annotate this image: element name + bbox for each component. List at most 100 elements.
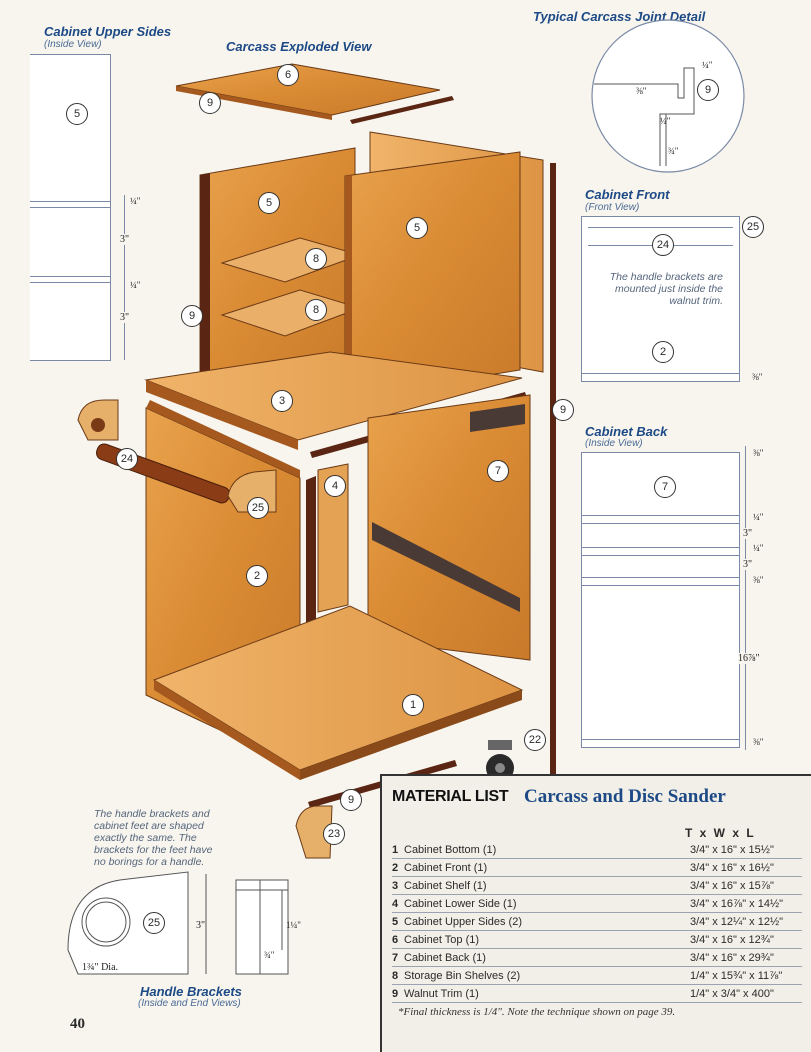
table-row: 6 Cabinet Top (1) 3/4" x 16" x 12¾" xyxy=(392,931,802,949)
table-row: 9 Walnut Trim (1) 1/4" x 3/4" x 400" xyxy=(392,985,802,1003)
item-part: Walnut Trim (1) xyxy=(404,987,479,1000)
joint-dim-three-quarter: ¾" xyxy=(668,146,679,156)
table-row: 4 Cabinet Lower Side (1) 3/4" x 16⅞" x 14½… xyxy=(392,895,802,913)
dim-quarter-1: ¼" xyxy=(130,196,141,206)
back-dim-quarter-1: ¼" xyxy=(753,512,764,522)
item-number: 1 xyxy=(392,843,399,856)
material-list-subtitle: Carcass and Disc Sander xyxy=(524,786,726,807)
back-dim-quarter-2: ¼" xyxy=(753,543,764,553)
callout-9-left: 9 xyxy=(181,305,203,327)
back-dim-three-1: 3" xyxy=(743,528,753,539)
callout-9-bottom: 9 xyxy=(340,789,362,811)
back-dim-three-eighths-bottom: ⅜" xyxy=(753,737,764,747)
item-part: Cabinet Lower Side (1) xyxy=(404,897,517,910)
bracket-dim-dia: 1¾" Dia. xyxy=(82,962,119,973)
brackets-heading: Handle Brackets xyxy=(140,984,242,999)
front-view-label: (Front View) xyxy=(585,202,640,213)
back-panel xyxy=(581,452,740,748)
upper-sides-heading: Cabinet Upper Sides xyxy=(44,24,172,39)
item-number: 6 xyxy=(392,933,399,946)
callout-8-lower: 8 xyxy=(305,299,327,321)
item-size: 3/4" x 12¼" x 12½" xyxy=(690,915,784,928)
dim-three-2: 3" xyxy=(120,312,130,323)
item-part: Cabinet Top (1) xyxy=(404,933,480,946)
item-size: 3/4" x 16" x 29¾" xyxy=(690,951,774,964)
callout-6: 6 xyxy=(277,64,299,86)
callout-4: 4 xyxy=(324,475,346,497)
handle-bracket-drawing xyxy=(67,871,289,975)
table-row: 7 Cabinet Back (1) 3/4" x 16" x 29¾" xyxy=(392,949,802,967)
item-number: 3 xyxy=(392,879,399,892)
callout-5-left: 5 xyxy=(258,192,280,214)
item-number: 8 xyxy=(392,969,399,982)
joint-dim-quarter: ¼" xyxy=(702,60,713,70)
brackets-view-label: (Inside and End Views) xyxy=(138,998,241,1009)
callout-23: 23 xyxy=(323,823,345,845)
dim-three-1: 3" xyxy=(120,234,130,245)
item-size: 3/4" x 16" x 15½" xyxy=(690,843,774,856)
material-list-header: T x W x L xyxy=(685,826,756,840)
callout-22: 22 xyxy=(524,729,546,751)
dim-quarter-2: ¼" xyxy=(130,280,141,290)
cabinet-back xyxy=(367,394,531,661)
item-part: Storage Bin Shelves (2) xyxy=(404,969,521,982)
item-part: Cabinet Back (1) xyxy=(404,951,486,964)
table-row: 5 Cabinet Upper Sides (2) 3/4" x 12¼" x 12… xyxy=(392,913,802,931)
callout-9-top: 9 xyxy=(199,92,221,114)
item-part: Cabinet Upper Sides (2) xyxy=(404,915,523,928)
front-note: The handle brackets are mounted just ins… xyxy=(609,271,723,307)
back-heading: Cabinet Back xyxy=(585,424,668,439)
callout-1: 1 xyxy=(402,694,424,716)
item-size: 3/4" x 16" x 15⅞" xyxy=(690,879,774,892)
callout-7-back: 7 xyxy=(654,476,676,498)
front-heading: Cabinet Front xyxy=(585,187,670,202)
table-row: 8 Storage Bin Shelves (2) 1/4" x 15¾" x 11… xyxy=(392,967,802,985)
callout-25-front: 25 xyxy=(742,216,764,238)
callout-7: 7 xyxy=(487,460,509,482)
bracket-dim-three: 3" xyxy=(196,920,206,931)
bracket-note: The handle brackets and cabinet feet are… xyxy=(94,808,213,868)
table-row: 3 Cabinet Shelf (1) 3/4" x 16" x 15⅞" xyxy=(392,877,802,895)
item-size: 1/4" x 3/4" x 400" xyxy=(690,987,774,1000)
item-size: 3/4" x 16" x 12¾" xyxy=(690,933,774,946)
callout-2-front: 2 xyxy=(652,341,674,363)
joint-dim-quarter-2: ¼" xyxy=(660,116,671,126)
callout-24-front: 24 xyxy=(652,234,674,256)
callout-5-upper-sides: 5 xyxy=(66,103,88,125)
material-list-footnote: *Final thickness is 1/4". Note the techn… xyxy=(398,1006,676,1018)
callout-24-handle: 24 xyxy=(116,448,138,470)
material-list: MATERIAL LIST Carcass and Disc Sander T … xyxy=(380,774,811,1052)
back-dim-three-eighths-mid: ⅜" xyxy=(753,575,764,585)
item-size: 3/4" x 16" x 16½" xyxy=(690,861,774,874)
item-size: 1/4" x 15¾" x 11⅞" xyxy=(690,969,783,982)
joint-detail-drawing xyxy=(591,19,745,173)
callout-25-bracket-detail: 25 xyxy=(143,912,165,934)
joint-dim-three-eighths: ⅜" xyxy=(636,86,647,96)
page-number: 40 xyxy=(70,1016,85,1032)
front-dim-three-eighths: ⅜" xyxy=(752,372,763,382)
callout-3: 3 xyxy=(271,390,293,412)
back-dim-sixteen: 16⅞" xyxy=(738,653,760,664)
callout-25-bracket: 25 xyxy=(247,497,269,519)
item-number: 7 xyxy=(392,951,399,964)
exploded-view-heading: Carcass Exploded View xyxy=(226,39,372,54)
item-number: 4 xyxy=(392,897,399,910)
table-row: 2 Cabinet Front (1) 3/4" x 16" x 16½" xyxy=(392,859,802,877)
bracket-dim-one-quarter: 1¼" xyxy=(286,920,301,930)
back-view-label: (Inside View) xyxy=(585,438,643,449)
item-part: Cabinet Front (1) xyxy=(404,861,488,874)
back-dim-three-2: 3" xyxy=(743,559,753,570)
item-size: 3/4" x 16⅞" x 14½" xyxy=(690,897,784,910)
callout-9-right: 9 xyxy=(552,399,574,421)
upper-sides-view-label: (Inside View) xyxy=(44,39,102,50)
callout-5-right: 5 xyxy=(406,217,428,239)
callout-8-upper: 8 xyxy=(305,248,327,270)
item-number: 9 xyxy=(392,987,399,1000)
bracket-dim-three-quarter: ¾" xyxy=(264,950,275,960)
item-part: Cabinet Shelf (1) xyxy=(404,879,487,892)
back-dim-three-eighths-top: ⅜" xyxy=(753,448,764,458)
item-number: 5 xyxy=(392,915,399,928)
item-number: 2 xyxy=(392,861,399,874)
